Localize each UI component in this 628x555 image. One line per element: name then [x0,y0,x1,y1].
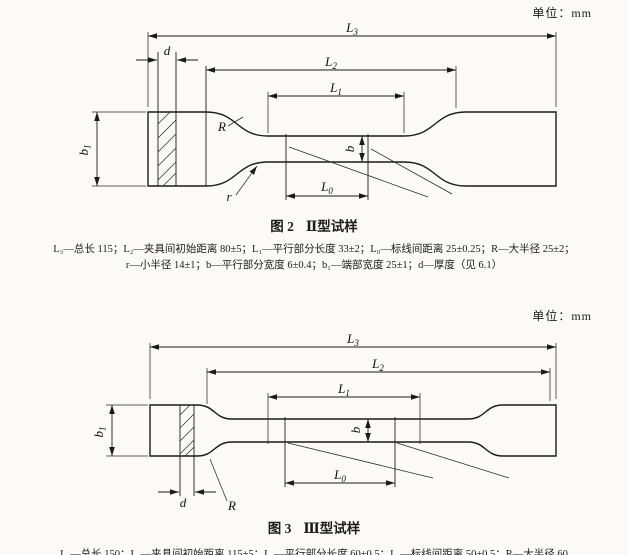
figure2-diagram: L3 L2 d L1 R [76,20,557,204]
dim-label-L2: L2 [371,356,384,373]
figure2-description-line2: r—小半径 14±1；b—平行部分宽度 6±0.4；b₁—端部宽度 25±1；d… [125,260,503,271]
figure3-gauge-leaders [287,442,510,479]
figure3-dim-L0: L0 [284,417,396,487]
figure3-unit-label: 单位：mm [532,309,592,323]
figure2-caption-title: Ⅱ型试样 [305,219,358,234]
dim-label-d: d [164,43,171,58]
figure2-description-line1: L₃—总长 115；L₂—夹具间初始距离 80±5；L₁—平行部分长度 33±2… [53,244,575,255]
figure2-dim-d: d [136,43,198,63]
dim-label-d: d [180,495,187,510]
figure2-dim-R: R [217,116,244,134]
dim-label-R: R [227,498,236,513]
figure2-gauge-leaders [288,146,453,198]
figure2-dim-L3: L3 [147,20,557,107]
figure2-specimen-outline [147,111,557,187]
dim-label-L1: L1 [337,381,350,398]
dim-label-b: b [342,145,357,152]
dim-label-r: r [226,189,232,204]
figure3-caption-title: Ⅲ型试样 [303,521,361,536]
figure2-caption: 图 2 Ⅱ型试样 [0,215,628,235]
figure3-dim-b1: b1 [91,404,148,457]
figure3-dim-b: b [348,419,371,442]
dim-label-L0: L0 [333,467,346,484]
figure3-description-line-clipped: L₃—总长 150；L₂—夹具间初始距离 115±5；L₁—平行部分长度 60±… [60,549,568,555]
figure2-caption-number: 图 2 [270,219,294,234]
dim-label-L1: L1 [329,80,342,97]
figure2-unit-label: 单位：mm [532,6,592,20]
figure3-caption-number: 图 3 [267,521,292,536]
figure3-diagram: L3 L2 L1 b [91,331,557,513]
figure3-dim-R: R [209,458,236,513]
dim-label-b1: b1 [91,427,108,438]
figure3-dim-L1: L1 [267,381,421,444]
dim-label-L0: L0 [320,179,333,196]
figure2-dim-r: r [226,165,258,204]
figure2-dim-L0: L0 [285,134,369,200]
dim-label-R: R [217,119,226,134]
figure2-dim-L1: L1 [267,80,405,133]
figure3-dim-d: d [158,489,216,510]
dim-label-b1: b1 [76,145,93,156]
dim-label-b: b [348,426,363,433]
figure3-specimen-outline [149,404,557,457]
dim-label-L2: L2 [324,54,337,71]
figure3-caption: 图 3 Ⅲ型试样 [0,517,628,537]
figure3-dim-L2: L2 [206,356,551,404]
figure3-clamp-hatch [179,404,195,496]
figure2-clamp-hatch [157,52,177,187]
dim-label-L3: L3 [345,20,358,37]
figure2-dim-L2: L2 [206,54,457,108]
figure3-dim-L3: L3 [149,331,557,399]
figure2-dim-b: b [342,136,365,162]
figure2-dim-b1: b1 [76,111,146,187]
dim-label-L3: L3 [346,331,359,348]
